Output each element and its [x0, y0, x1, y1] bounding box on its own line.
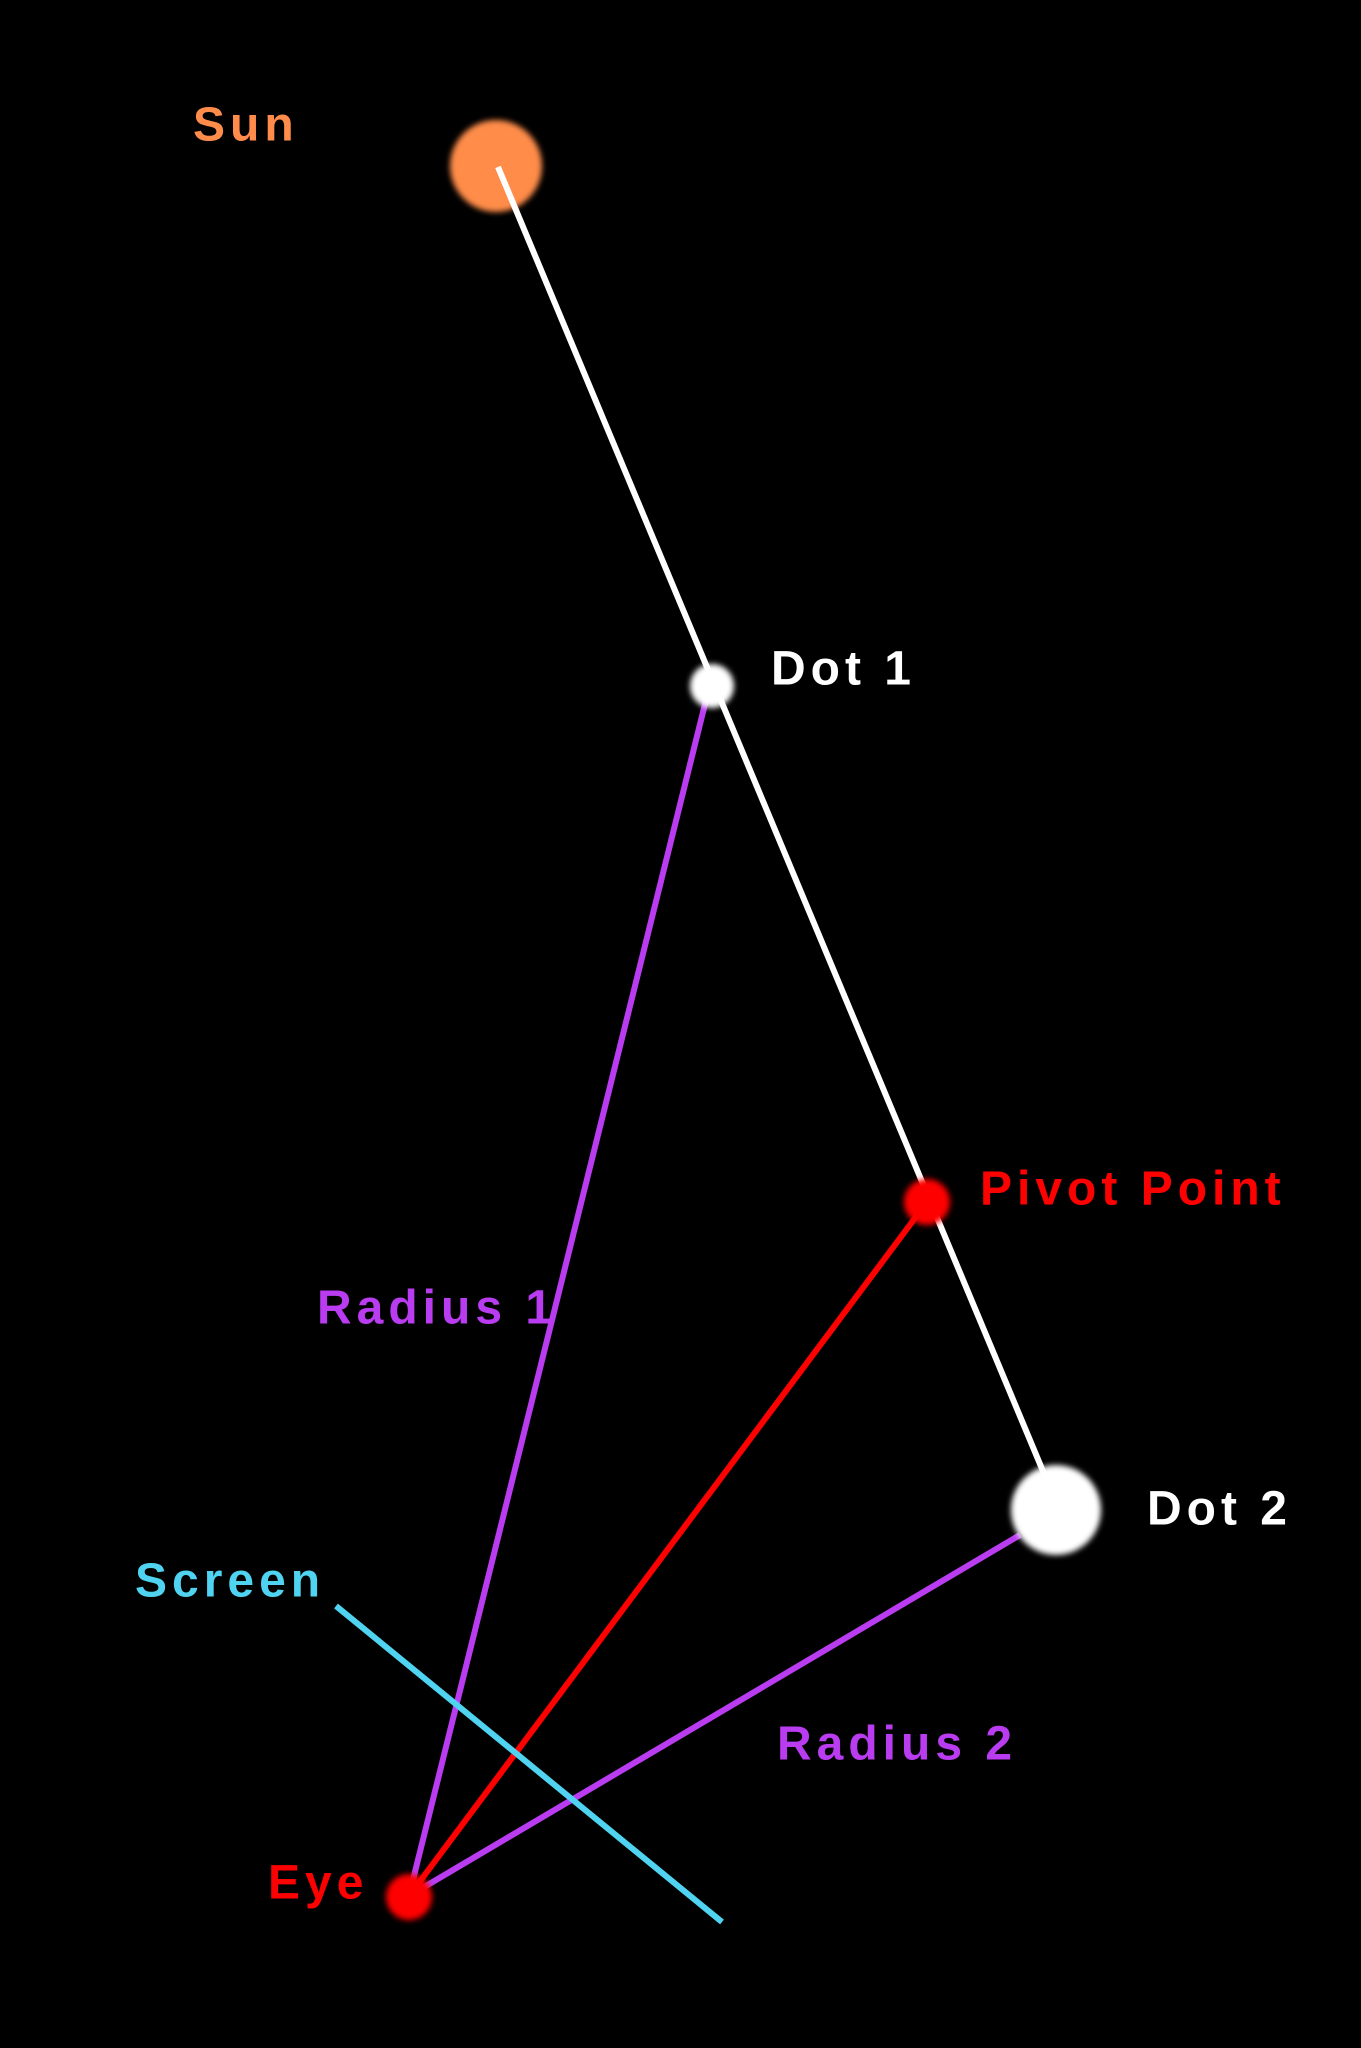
screen-line [334, 1603, 724, 1925]
eye-dot [386, 1874, 432, 1920]
eye-label: Eye [268, 1857, 368, 1910]
dot-2-label: Dot 2 [1147, 1483, 1292, 1536]
dot-2 [1011, 1465, 1101, 1555]
dot-1-label: Dot 1 [771, 643, 916, 696]
radius-2-line [407, 1532, 1022, 1899]
dot-1 [690, 664, 734, 708]
radius-1-line [406, 699, 709, 1897]
screen-label: Screen [135, 1555, 325, 1608]
pivot-point-dot [904, 1179, 950, 1225]
pivot-point-label: Pivot Point [980, 1163, 1286, 1216]
eye-to-pivot-line [406, 1200, 930, 1898]
sun-circle [450, 120, 542, 212]
sun-label: Sun [193, 99, 299, 152]
radius-1-label: Radius 1 [317, 1282, 557, 1335]
radius-2-label: Radius 2 [777, 1718, 1017, 1771]
light-ray-line [495, 165, 1048, 1478]
